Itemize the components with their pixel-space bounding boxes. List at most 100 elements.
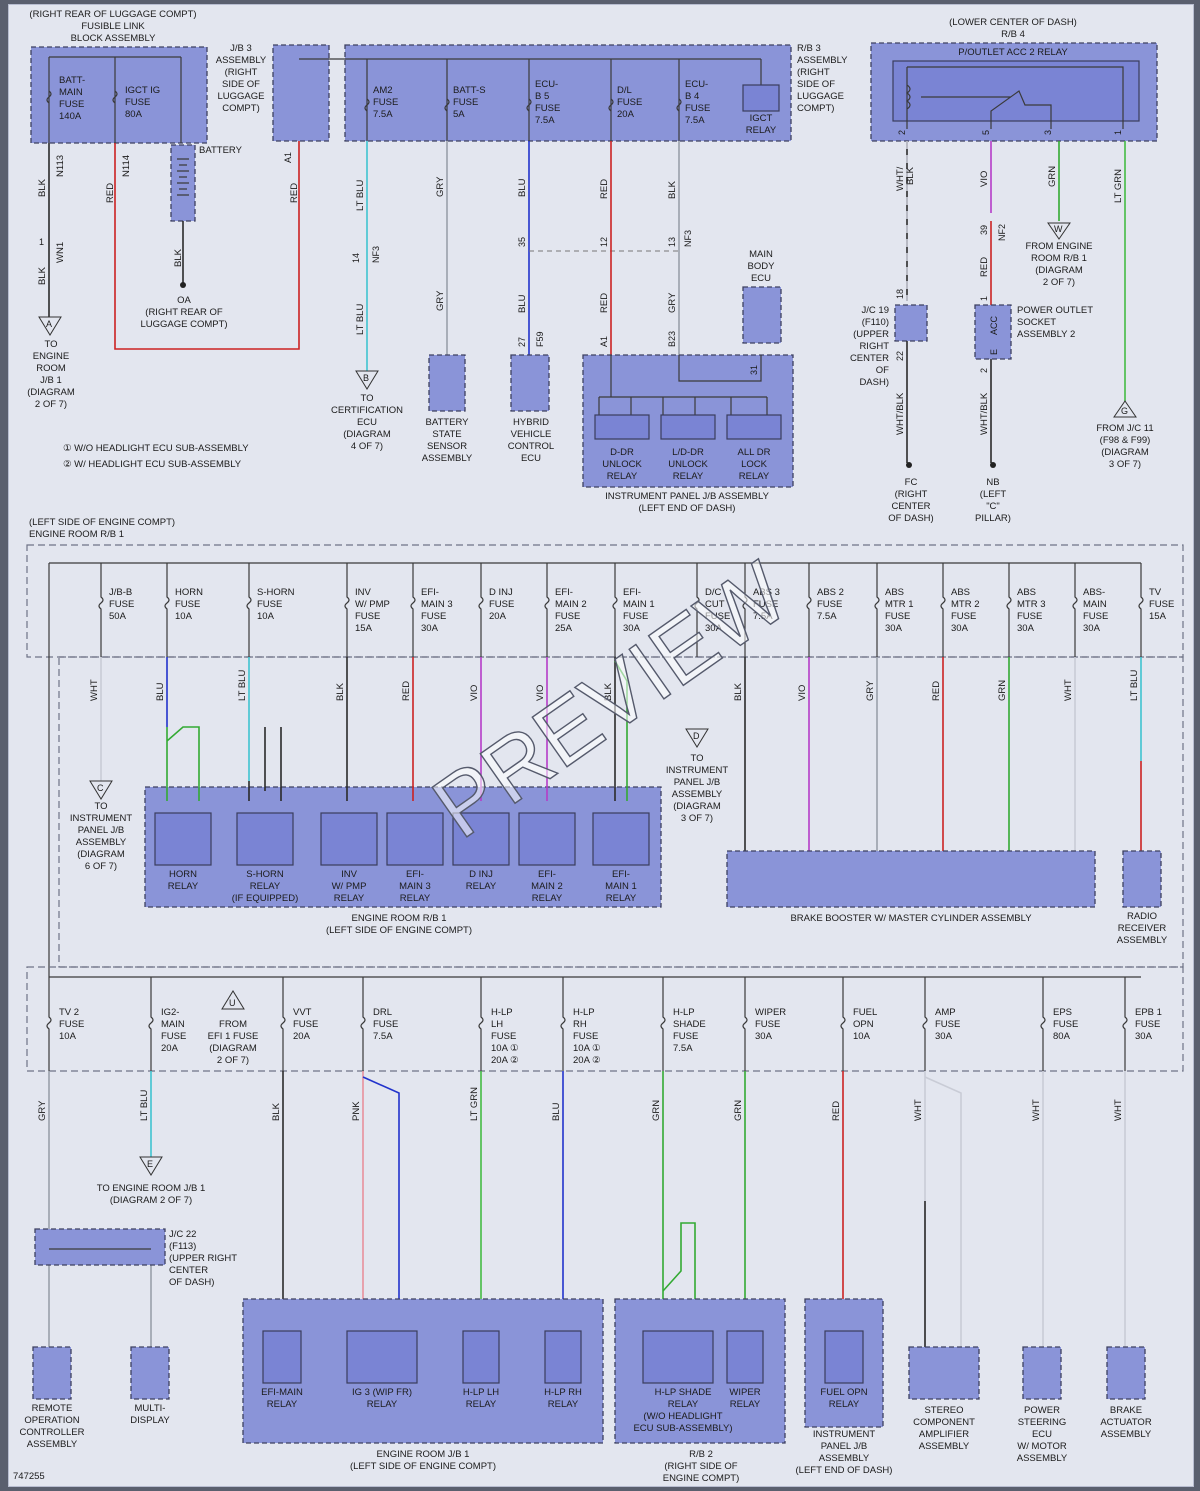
svg-text:WHT: WHT: [913, 1099, 924, 1121]
connector-d-icon: [685, 728, 709, 748]
svg-text:LT BLU: LT BLU: [237, 670, 248, 701]
svg-text:BLK: BLK: [335, 682, 346, 701]
svg-text:BLK: BLK: [667, 180, 678, 199]
svg-text:RED: RED: [599, 293, 610, 313]
brake-booster-assembly: [726, 850, 1096, 908]
svg-text:BLK: BLK: [173, 248, 184, 267]
stereo-amplifier: [908, 1346, 980, 1400]
svg-text:BLU: BLU: [551, 1102, 562, 1121]
battery: BATTERY: [170, 144, 243, 222]
svg-text:RED: RED: [599, 179, 610, 199]
svg-text:P/OUTLET ACC 2 RELAY: P/OUTLET ACC 2 RELAY: [958, 47, 1068, 58]
connector-c-icon: [89, 780, 113, 800]
svg-text:WHT/BLK: WHT/BLK: [979, 392, 990, 435]
hlp-lh-relay: [462, 1330, 500, 1384]
svg-text:VIO: VIO: [535, 685, 546, 701]
connector-e-icon: [139, 1156, 163, 1176]
svg-text:31: 31: [749, 365, 759, 375]
connector-w-icon: [1047, 222, 1071, 240]
main-body-ecu: [742, 286, 782, 344]
svg-text:IG 3 (WIP FR)RELAY: IG 3 (WIP FR)RELAY: [352, 1387, 412, 1410]
svg-text:A1: A1: [599, 336, 609, 347]
svg-text:RED: RED: [931, 681, 942, 701]
igct-relay: [742, 84, 780, 112]
svg-text:RED: RED: [979, 257, 990, 277]
svg-text:VIO: VIO: [469, 685, 480, 701]
relay: [452, 812, 510, 866]
svg-text:LT BLU: LT BLU: [355, 304, 366, 335]
svg-text:W: W: [1054, 224, 1063, 234]
brake-actuator: [1106, 1346, 1146, 1400]
efi-main-relay: [262, 1330, 302, 1384]
fuse-icon: [344, 563, 350, 657]
relay: [386, 812, 444, 866]
fuse-icon: [46, 977, 52, 1071]
svg-text:BLK: BLK: [905, 166, 916, 185]
connector-b-icon: [355, 370, 379, 390]
svg-text:RED: RED: [831, 1101, 842, 1121]
svg-text:PNK: PNK: [351, 1101, 362, 1121]
wiring-diagram: (RIGHT REAR OF LUGGAGE COMPT) FUSIBLE LI…: [13, 9, 1184, 1484]
svg-text:GRY: GRY: [667, 292, 678, 313]
jc19: [894, 304, 928, 342]
svg-text:LT BLU: LT BLU: [355, 180, 366, 211]
svg-text:1: 1: [1113, 130, 1123, 135]
fuse-icon: [922, 977, 928, 1071]
svg-text:NF2: NF2: [997, 224, 1007, 241]
multi-display: [130, 1346, 170, 1400]
svg-text:ENGINE ROOM R/B 1(LEFT SIDE OF: ENGINE ROOM R/B 1(LEFT SIDE OF ENGINE CO…: [326, 913, 472, 936]
fuse-icon: [1040, 977, 1046, 1071]
svg-text:ENGINE ROOM J/B 1(LEFT SIDE OF: ENGINE ROOM J/B 1(LEFT SIDE OF ENGINE CO…: [350, 1449, 496, 1472]
svg-text:VIO: VIO: [979, 171, 990, 187]
svg-text:BLOCK ASSEMBLY: BLOCK ASSEMBLY: [71, 33, 156, 44]
fuse-icon: [148, 977, 154, 1071]
radio-receiver: [1122, 850, 1162, 908]
fusible-link-block: (RIGHT REAR OF LUGGAGE COMPT) FUSIBLE LI…: [29, 9, 208, 144]
svg-text:B23: B23: [667, 331, 677, 347]
svg-text:RED: RED: [289, 183, 300, 203]
relay: [154, 812, 212, 866]
ld-dr-unlock-relay: [660, 414, 716, 440]
svg-text:NF3: NF3: [683, 230, 693, 247]
power-outlet-socket: [974, 304, 1012, 360]
svg-text:INSTRUMENT PANEL J/B ASSEMBLY(: INSTRUMENT PANEL J/B ASSEMBLY(LEFT END O…: [605, 491, 769, 514]
svg-text:GRN: GRN: [651, 1100, 662, 1121]
svg-text:27: 27: [517, 337, 527, 347]
ig3-relay: [346, 1330, 418, 1384]
relay: [592, 812, 650, 866]
svg-text:F59: F59: [535, 331, 545, 347]
svg-text:22: 22: [895, 351, 905, 361]
